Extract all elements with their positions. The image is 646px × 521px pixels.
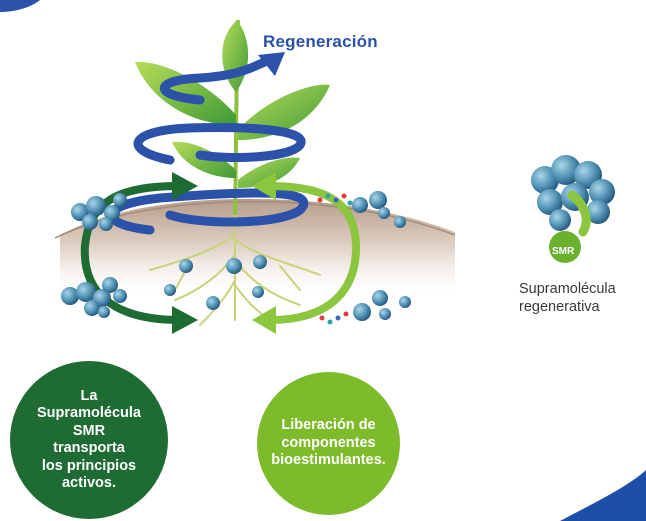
release-cycle-arrow [266, 182, 361, 324]
molecules-soil [164, 255, 267, 310]
regeneration-label: Regeneración [263, 32, 378, 51]
smr-badge: SMR [552, 246, 575, 257]
molecule-cluster-bottom-right [353, 290, 411, 321]
molecule-cluster-top-left [71, 193, 127, 231]
release-circle: Liberación de componentes bioestimulante… [257, 372, 400, 515]
transport-circle-text: La Supramolécula SMR transporta los prin… [37, 387, 141, 492]
released-particles [317, 193, 353, 325]
molecule-cluster-top-right [352, 191, 406, 228]
transport-arrowhead-top [172, 172, 198, 200]
molecule-cluster-bottom-left [61, 277, 127, 318]
smr-legend-label: Supramolécula regenerativa [519, 281, 616, 315]
transport-circle: La Supramolécula SMR transporta los prin… [10, 361, 168, 519]
corner-swoosh [560, 470, 646, 521]
transport-arrowhead-bottom [172, 306, 198, 334]
release-circle-text: Liberación de componentes bioestimulante… [271, 417, 386, 469]
transport-cycle-arrow [80, 182, 184, 324]
corner-decoration [0, 0, 40, 12]
regeneration-arrowhead [258, 52, 285, 76]
smr-molecule-icon [531, 155, 615, 263]
release-arrowhead-bottom [252, 306, 276, 334]
release-arrowhead-top [252, 172, 276, 200]
